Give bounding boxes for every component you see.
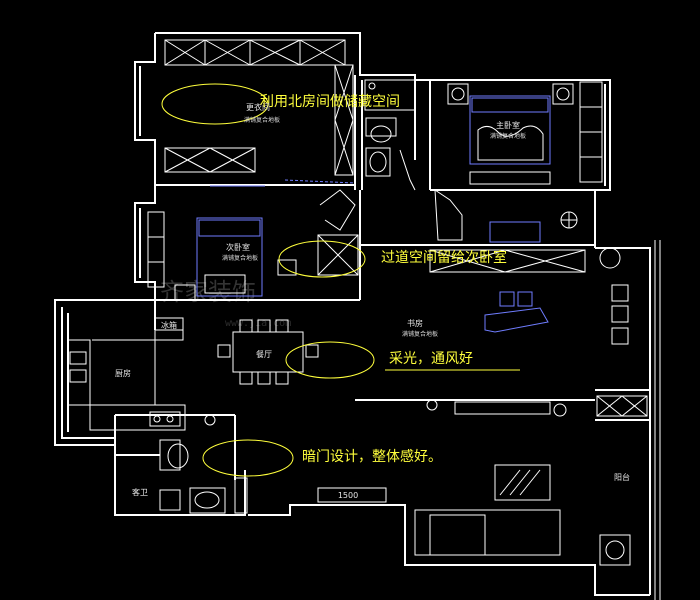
annotation-corridor: 过道空间留给次卧室: [381, 249, 507, 266]
dining-furniture: [217, 319, 319, 385]
room-label-guest-bath: 客卫: [132, 487, 148, 497]
annotation-lighting: 采光，通风好: [389, 351, 473, 367]
living-furniture: [204, 395, 648, 566]
highlight-hidden-door: [202, 439, 294, 477]
north-cabinets: [164, 39, 356, 187]
highlight-lighting: [285, 341, 375, 379]
watermark-text: 齐家装饰: [160, 278, 256, 306]
annotation-storage: 利用北房间做储藏空间: [260, 94, 400, 110]
study-furniture: [429, 247, 629, 345]
room-label-balcony: 阳台: [614, 472, 630, 482]
master-bedroom-furniture: [434, 81, 603, 243]
interior-walls: [115, 75, 650, 480]
room-floor-master: 满铺复合地板: [490, 132, 526, 140]
room-label-fridge: 冰箱: [161, 320, 177, 330]
room-label-second: 次卧室: [226, 242, 250, 252]
room-floor-north: 满铺复合地板: [244, 116, 280, 124]
room-floor-study: 满铺复合地板: [402, 330, 438, 338]
upper-bathroom: [364, 79, 416, 191]
second-bedroom-furniture: [147, 189, 359, 301]
dimension-label: 1500: [338, 491, 358, 500]
kitchen-furniture: [67, 317, 186, 431]
guest-bath-furniture: [159, 439, 248, 514]
outer-walls: [54, 32, 661, 600]
room-label-kitchen: 厨房: [115, 368, 131, 378]
highlight-corridor: [278, 240, 366, 278]
room-label-master: 主卧室: [496, 120, 520, 130]
room-label-north: 更衣间: [246, 102, 270, 112]
room-label-study: 书房: [407, 318, 423, 328]
highlight-storage: [161, 83, 269, 125]
room-floor-second: 满铺复合地板: [222, 254, 258, 262]
room-label-dining: 餐厅: [256, 350, 272, 359]
annotation-hidden-door: 暗门设计，整体感好。: [302, 448, 442, 465]
